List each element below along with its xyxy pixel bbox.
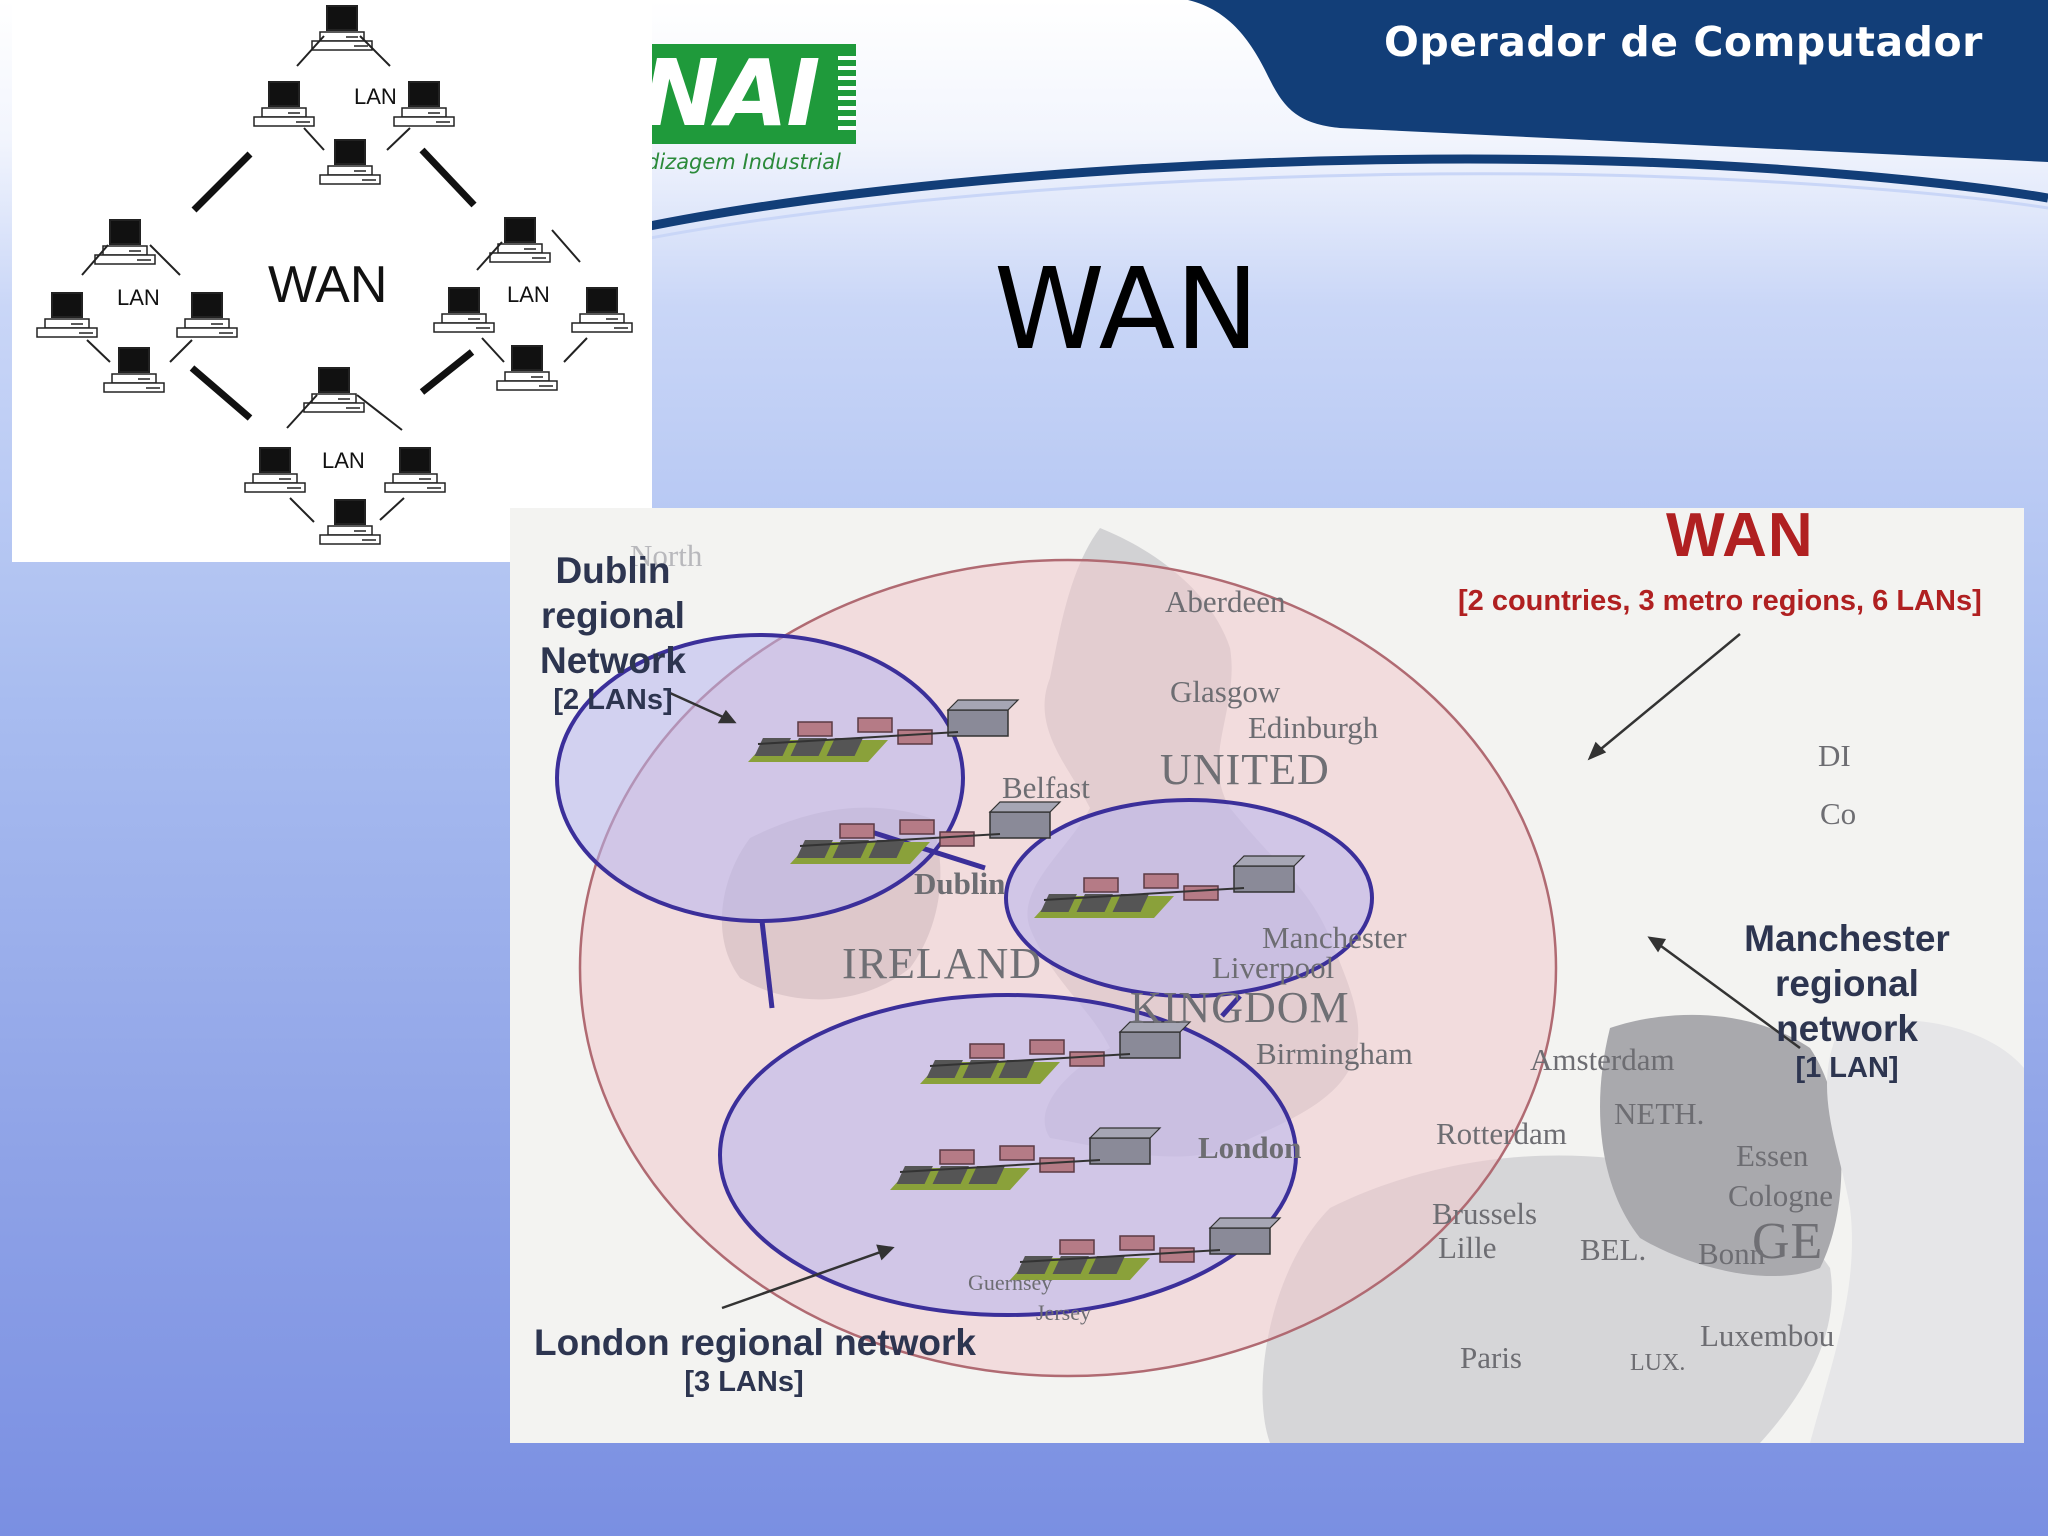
lan-cluster-right <box>433 217 633 391</box>
place-edinburgh: Edinburgh <box>1248 710 1379 745</box>
place-cologne: Cologne <box>1728 1178 1834 1213</box>
senai-logo: NAI <box>648 44 856 144</box>
lan-cluster-bottom <box>244 367 446 545</box>
place-amsterdam: Amsterdam <box>1530 1042 1675 1077</box>
place-aberdeen: Aberdeen <box>1165 584 1286 619</box>
wan-map: North Aberdeen Glasgow Edinburgh UNITED … <box>510 508 2024 1443</box>
place-glasgow: Glasgow <box>1170 674 1281 709</box>
logo-text: NAI <box>648 44 820 144</box>
place-di: DI <box>1818 738 1851 773</box>
manchester-region-label: Manchester regional network [1 LAN] <box>1744 918 1950 1085</box>
wan-center-label: WAN <box>268 256 387 314</box>
lan-label-right: LAN <box>507 282 550 307</box>
course-title: Operador de Computador <box>1384 18 1983 66</box>
dublin-region-label: Dublin regional Network [2 LANs] <box>540 550 686 717</box>
place-lux: LUX. <box>1630 1350 1686 1376</box>
link-dublin-london <box>759 920 775 1009</box>
place-lille: Lille <box>1438 1230 1497 1265</box>
place-birmingham: Birmingham <box>1256 1036 1413 1071</box>
header-banner <box>639 0 2048 242</box>
place-united: UNITED <box>1160 745 1330 794</box>
wan-map-title: WAN <box>1666 508 1814 570</box>
place-liverpool: Liverpool <box>1212 950 1335 985</box>
place-ireland: IRELAND <box>842 939 1043 988</box>
place-bel: BEL. <box>1580 1232 1647 1267</box>
lan-wan-diagram-svg: LAN LAN LAN LAN WAN <box>36 5 633 545</box>
place-manchester: Manchester <box>1262 920 1407 955</box>
lan-label-bottom: LAN <box>322 448 365 473</box>
place-neth: NETH. <box>1614 1096 1705 1131</box>
lan-cluster-left <box>36 219 238 393</box>
place-essen: Essen <box>1736 1138 1809 1173</box>
wan-map-svg <box>555 528 2024 1443</box>
wan-links <box>189 147 477 421</box>
slide-title: WAN <box>994 245 1260 375</box>
lan-label-left: LAN <box>117 285 160 310</box>
place-kingdom: KINGDOM <box>1130 983 1350 1032</box>
place-jersey: Jersey <box>1036 1300 1091 1325</box>
banner-curve-line <box>639 154 2048 233</box>
place-brussels: Brussels <box>1432 1196 1538 1231</box>
logo-tagline: dizagem Industrial <box>646 150 841 174</box>
place-rotterdam: Rotterdam <box>1436 1116 1567 1151</box>
link-manchester-london <box>1220 994 1242 1018</box>
london-region-label: London regional network [3 LANs] <box>534 1322 976 1399</box>
place-guernsey: Guernsey <box>968 1270 1053 1295</box>
lan-label-top: LAN <box>354 84 397 109</box>
banner-dark-shape <box>1188 0 2048 162</box>
place-belfast: Belfast <box>1002 770 1090 805</box>
place-paris: Paris <box>1460 1340 1522 1375</box>
place-dublin: Dublin <box>914 866 1006 901</box>
place-ger: GE <box>1752 1213 1824 1270</box>
place-bonn: Bonn <box>1698 1236 1766 1271</box>
link-dublin-manchester <box>864 827 986 871</box>
place-luxembourg: Luxembou <box>1700 1318 1835 1353</box>
wan-map-subtitle: [2 countries, 3 metro regions, 6 LANs] <box>1458 585 1982 617</box>
callout-arrows <box>669 633 1801 1310</box>
lan-wan-diagram: LAN LAN LAN LAN WAN <box>12 0 652 562</box>
place-london: London <box>1198 1130 1302 1165</box>
place-co: Co <box>1820 796 1857 831</box>
place-north: North <box>630 538 703 573</box>
lan-cluster-top <box>253 5 455 185</box>
